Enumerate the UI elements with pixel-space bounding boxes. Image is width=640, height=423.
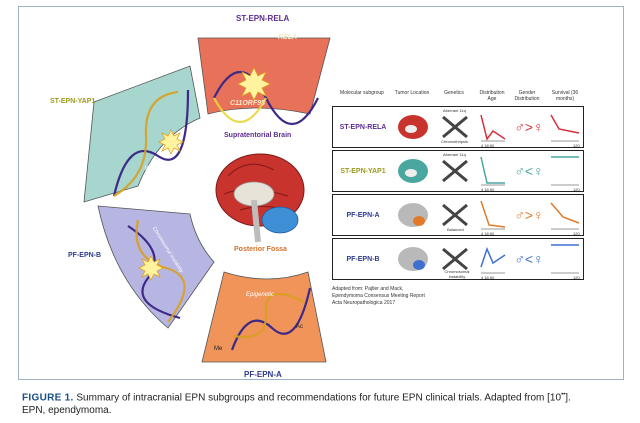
subgroup-summary-table: Molecular subgroup Tumor Location Geneti… [332, 90, 584, 280]
age-ticks: 4 18 60 [481, 143, 495, 148]
st-epn-yap1-label: ST-EPN-YAP1 [50, 98, 96, 105]
header-gender-distribution: Gender Distribution [514, 90, 540, 102]
subgroup-wheel-illustration [83, 37, 331, 363]
brain-illustration [215, 153, 305, 243]
survival-curve [550, 114, 580, 142]
caption-text-end: ]. [565, 392, 571, 404]
brain-location-icon [398, 115, 428, 139]
header-molecular-subgroup: Molecular subgroup [340, 90, 384, 96]
genetics-top-label: Aberrant 11q [443, 108, 466, 113]
gender-distribution: ♂>♀ [514, 119, 544, 135]
gender-distribution: ♂<♀ [514, 163, 544, 179]
methylation-label: Me [214, 346, 223, 352]
survival-curve [551, 244, 579, 274]
age-distribution-chart [480, 246, 506, 274]
gender-distribution: ♂>♀ [514, 207, 544, 223]
caption-ref-marks: •• [561, 392, 566, 398]
figure-caption: FIGURE 1. Summary of intracranial EPN su… [22, 389, 622, 417]
subgroup-name: ST-EPN-YAP1 [340, 167, 386, 175]
survival-axis-end: 120 [573, 275, 580, 280]
chromosome-icon [442, 247, 468, 271]
age-ticks: 4 18 60 [481, 187, 495, 192]
pf-a-wedge [201, 271, 327, 363]
brain-location-icon [398, 203, 428, 227]
dna-helix-icon [112, 70, 319, 351]
supratentorial-brain-label: Supratentorial Brain [224, 132, 292, 139]
header-distribution-age: Distribution Age [479, 90, 505, 102]
header-genetics: Genetics [444, 90, 464, 96]
epigenetic-label: Epigenetic [246, 292, 275, 298]
subgroup-name: ST-EPN-RELA [339, 123, 387, 131]
survival-curve [551, 156, 579, 186]
yap1-wedge [83, 65, 201, 203]
pf-epn-b-label: PF-EPN-B [68, 252, 102, 259]
age-ticks: 4 18 60 [481, 231, 495, 236]
reference-note: Adapted from: Pajtler and Mack, Ependymo… [332, 286, 425, 307]
table-row: ST-EPN-YAP1 Aberrant 11q 4 18 60 ♂<♀ 120 [332, 150, 584, 192]
table-row: PF-EPN-B Chromosomal instability 4 18 60… [332, 238, 584, 280]
reference-line: Adapted from: Pajtler and Mack, [332, 286, 404, 292]
survival-axis-end: 120 [573, 187, 580, 192]
chromosome-icon [442, 159, 468, 183]
pf-epn-a-label: PF-EPN-A [244, 370, 282, 379]
caption-abbreviation: EPN, ependymoma. [22, 405, 112, 417]
chromosome-icon [442, 203, 468, 227]
brain-location-icon [398, 247, 428, 271]
age-distribution-chart [480, 200, 506, 230]
age-ticks: 4 18 60 [481, 275, 495, 280]
reference-line: Ependymoma Consensus Meeting Report [332, 293, 425, 299]
subgroup-name: PF-EPN-A [346, 211, 380, 219]
survival-axis-end: 120 [573, 231, 580, 236]
subgroup-name: PF-EPN-B [346, 255, 380, 263]
caption-text: Summary of intracranial EPN subgroups an… [76, 392, 562, 404]
burst-icon [138, 67, 271, 281]
genetics-bottom-label: Chromosomal instability [444, 269, 470, 279]
acetylation-label: Ac [296, 324, 304, 330]
age-distribution-chart [480, 114, 506, 142]
genetics-bottom-label: Chromothripsis [441, 139, 468, 144]
reference-line: Acta Neuropathologica 2017 [332, 300, 396, 306]
genetics-top-label: Aberrant 11q [443, 152, 466, 157]
table-row: ST-EPN-RELA Aberrant 11q Chromothripsis … [332, 106, 584, 148]
genetics-bottom-label: Balanced [447, 227, 464, 232]
survival-curve [550, 202, 580, 230]
header-survival: Survival (36 months) [551, 90, 579, 102]
posterior-fossa-label: Posterior Fossa [234, 246, 287, 253]
header-tumor-location: Tumor Location [394, 90, 430, 96]
rela-gene-label: RELA [278, 34, 298, 41]
st-epn-rela-label: ST-EPN-RELA [236, 14, 290, 23]
table-row: PF-EPN-A Balanced 4 18 60 ♂>♀ 120 [332, 194, 584, 236]
chromosome-icon [442, 115, 468, 139]
survival-axis-end: 120 [573, 143, 580, 148]
figure-label: FIGURE 1. [22, 392, 74, 404]
age-distribution-chart [480, 156, 505, 186]
brain-location-icon [398, 159, 428, 183]
c11orf95-gene-label: C11ORF95 [230, 100, 265, 107]
gender-distribution: ♂<♀ [514, 251, 544, 267]
yap1-gene-label: YAP1 [144, 166, 160, 172]
